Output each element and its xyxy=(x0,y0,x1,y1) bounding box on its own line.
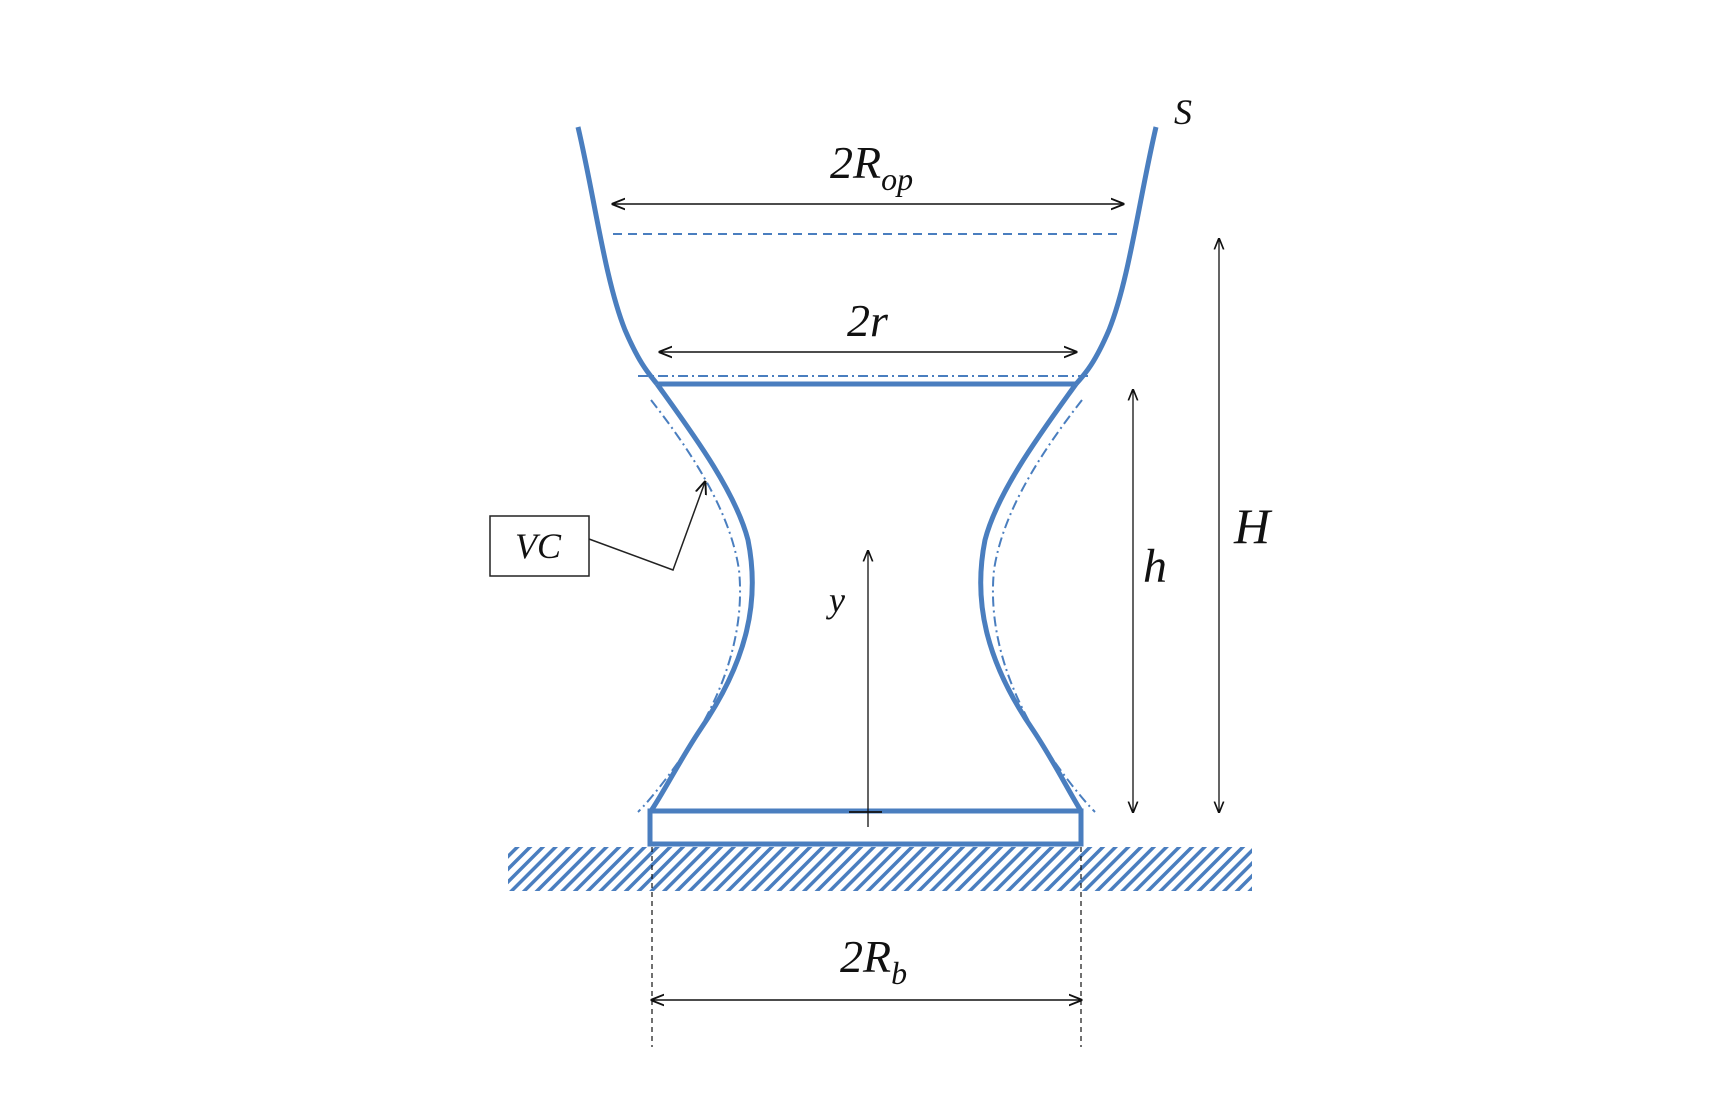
base-plate xyxy=(647,808,1084,847)
surface-label: S xyxy=(1174,92,1192,132)
opening-diameter-label: 2Rop xyxy=(830,137,913,197)
neck-diameter-label: 2r xyxy=(847,295,889,346)
vc-callout-box xyxy=(489,515,590,577)
surface-right-curve xyxy=(1074,126,1159,386)
vc-left-profile xyxy=(637,399,742,813)
ground-hatch xyxy=(508,847,1252,891)
bridge-left-profile xyxy=(648,382,755,813)
neck-height-label: h xyxy=(1143,540,1167,593)
base-diameter-label: 2Rb xyxy=(840,931,907,991)
surface-left-curve xyxy=(575,126,659,386)
vc-callout-label: VC xyxy=(515,526,562,566)
vc-right-profile xyxy=(991,399,1096,813)
y-axis-label: y xyxy=(826,580,845,620)
bridge-right-profile xyxy=(978,382,1084,813)
total-height-label: H xyxy=(1233,498,1273,554)
vc-leader-line xyxy=(588,482,705,571)
